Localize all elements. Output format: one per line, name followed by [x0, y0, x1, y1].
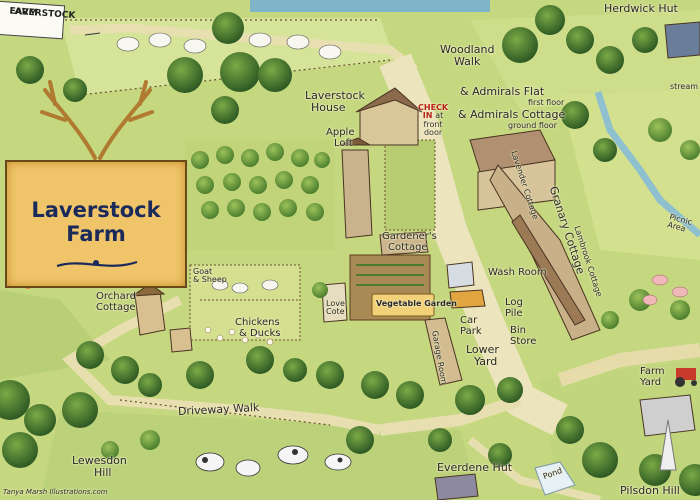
- love-cote-label: Love Cote: [326, 299, 345, 317]
- antlers-icon: [40, 80, 154, 160]
- lower-yard-label: Lower Yard: [466, 344, 499, 367]
- driveway-walk-path: [61, 295, 381, 435]
- stream: [594, 90, 700, 238]
- orchard-cottage: [134, 291, 166, 336]
- cottage-row: [489, 164, 601, 341]
- farm-yard-line-1: Farm: [640, 366, 665, 377]
- pilsdon-hill-label: Pilsdon Hill: [620, 484, 680, 497]
- gardeners-cottage: [379, 231, 429, 256]
- ground-floor-label: ground floor: [508, 121, 557, 130]
- orchard-cottage-line-2: Cottage: [96, 301, 136, 313]
- herdwick-hut: [664, 21, 700, 59]
- check-in-line-2: IN: [422, 111, 433, 121]
- map-title: Laverstock Farm: [31, 198, 161, 247]
- laverstock-house-line-1: Laverstock: [305, 89, 365, 102]
- vegetable-garden-label: Vegetable Garden: [376, 299, 457, 308]
- bin-store-line-2: Store: [510, 335, 537, 347]
- goat-sheep-label: Goat & Sheep: [193, 267, 227, 285]
- check-in-line-1: CHECK: [418, 103, 449, 112]
- garage-room: [424, 317, 463, 386]
- woodland-walk-line-2: Walk: [454, 54, 481, 68]
- love-cote: [321, 282, 348, 323]
- woodland-walk-label: Woodland Walk: [440, 44, 494, 67]
- lewesdon-hill-label: Lewesdon Hill: [72, 455, 127, 478]
- car: [449, 289, 486, 309]
- pond: [534, 461, 576, 496]
- laverstock-house-label: Laverstock House: [305, 90, 365, 113]
- apple-loft-line-2: Loft: [334, 137, 353, 149]
- bin-store-line-1: Bin: [510, 325, 526, 336]
- check-in-line-3: at: [435, 111, 444, 121]
- first-floor-label: first floor: [528, 98, 565, 107]
- herdwick-hut-label: Herdwick Hut: [604, 2, 678, 15]
- check-in-label: CHECK IN at front door: [418, 103, 449, 138]
- stream-label: stream: [670, 82, 699, 91]
- love-cote-line-2: Cote: [326, 307, 345, 317]
- goat-sheep-line-1: Goat: [193, 267, 213, 276]
- pilsdon-monument: [659, 419, 677, 471]
- entrance-signpost: LAVERSTOCK FARM: [0, 0, 76, 40]
- lewesdon-hill-line-2: Hill: [94, 465, 112, 479]
- woodland-walk-line-1: Woodland: [440, 43, 495, 56]
- farm-yard-line-2: Yard: [640, 376, 662, 388]
- love-cote-line-1: Love: [326, 299, 345, 308]
- log-pile-label: Log Pile: [505, 297, 523, 319]
- signpost-line-2: FARM: [9, 6, 38, 19]
- sign-swirl-icon: [56, 260, 138, 268]
- gardeners-cottage-label: Gardener's Cottage: [382, 231, 437, 253]
- orchard-cottage-line-1: Orchard: [96, 291, 137, 302]
- check-in-line-4: front: [423, 119, 443, 129]
- orchard-cottage-label: Orchard Cottage: [96, 291, 137, 313]
- orchard: [185, 140, 335, 250]
- farm-sign-board: Laverstock Farm: [5, 160, 187, 288]
- gardeners-cottage-line-2: Cottage: [388, 241, 428, 253]
- farm-yard-label: Farm Yard: [640, 366, 665, 388]
- bin-store-label: Bin Store: [510, 325, 537, 347]
- admirals-flat-label: & Admirals Flat: [460, 85, 545, 98]
- everdene-hut-label: Everdene Hut: [437, 461, 513, 474]
- wash-room-label: Wash Room: [488, 267, 547, 279]
- log-pile-line-2: Pile: [505, 307, 523, 319]
- car-park-label: Car Park: [460, 315, 482, 337]
- goat-sheep-line-2: & Sheep: [193, 275, 227, 285]
- sea: [250, 0, 490, 12]
- apple-loft-label: Apple Loft: [326, 127, 355, 149]
- check-in-line-5: door: [423, 128, 443, 138]
- log-pile-line-1: Log: [505, 297, 523, 308]
- chickens-ducks-line-1: Chickens: [235, 317, 280, 328]
- illustrator-credit: Tanya Marsh Illustrations.com: [3, 488, 108, 496]
- lewesdon-hill-line-1: Lewesdon: [72, 454, 127, 467]
- barn: [639, 394, 696, 437]
- chickens-ducks-line-2: & Ducks: [239, 327, 281, 339]
- tractor-icon: [675, 368, 697, 387]
- lower-yard-line-2: Yard: [474, 354, 498, 368]
- gardeners-cottage-line-1: Gardener's: [382, 231, 437, 242]
- chickens-ducks-label: Chickens & Ducks: [235, 317, 281, 339]
- wash-room-line-1: Wash: [488, 267, 515, 278]
- laverstock-house-line-2: House: [311, 100, 346, 114]
- car-park-line-2: Park: [460, 325, 482, 337]
- wash-room-line-2: Room: [518, 267, 547, 278]
- apple-loft-line-1: Apple: [326, 127, 355, 138]
- lower-yard-line-1: Lower: [466, 343, 499, 356]
- vegetable-garden-sign: [371, 293, 435, 317]
- car-park-line-1: Car: [460, 315, 478, 326]
- apple-loft: [341, 149, 373, 239]
- everdene-hut: [434, 473, 479, 500]
- admirals-cottage-label: & Admirals Cottage: [458, 108, 566, 121]
